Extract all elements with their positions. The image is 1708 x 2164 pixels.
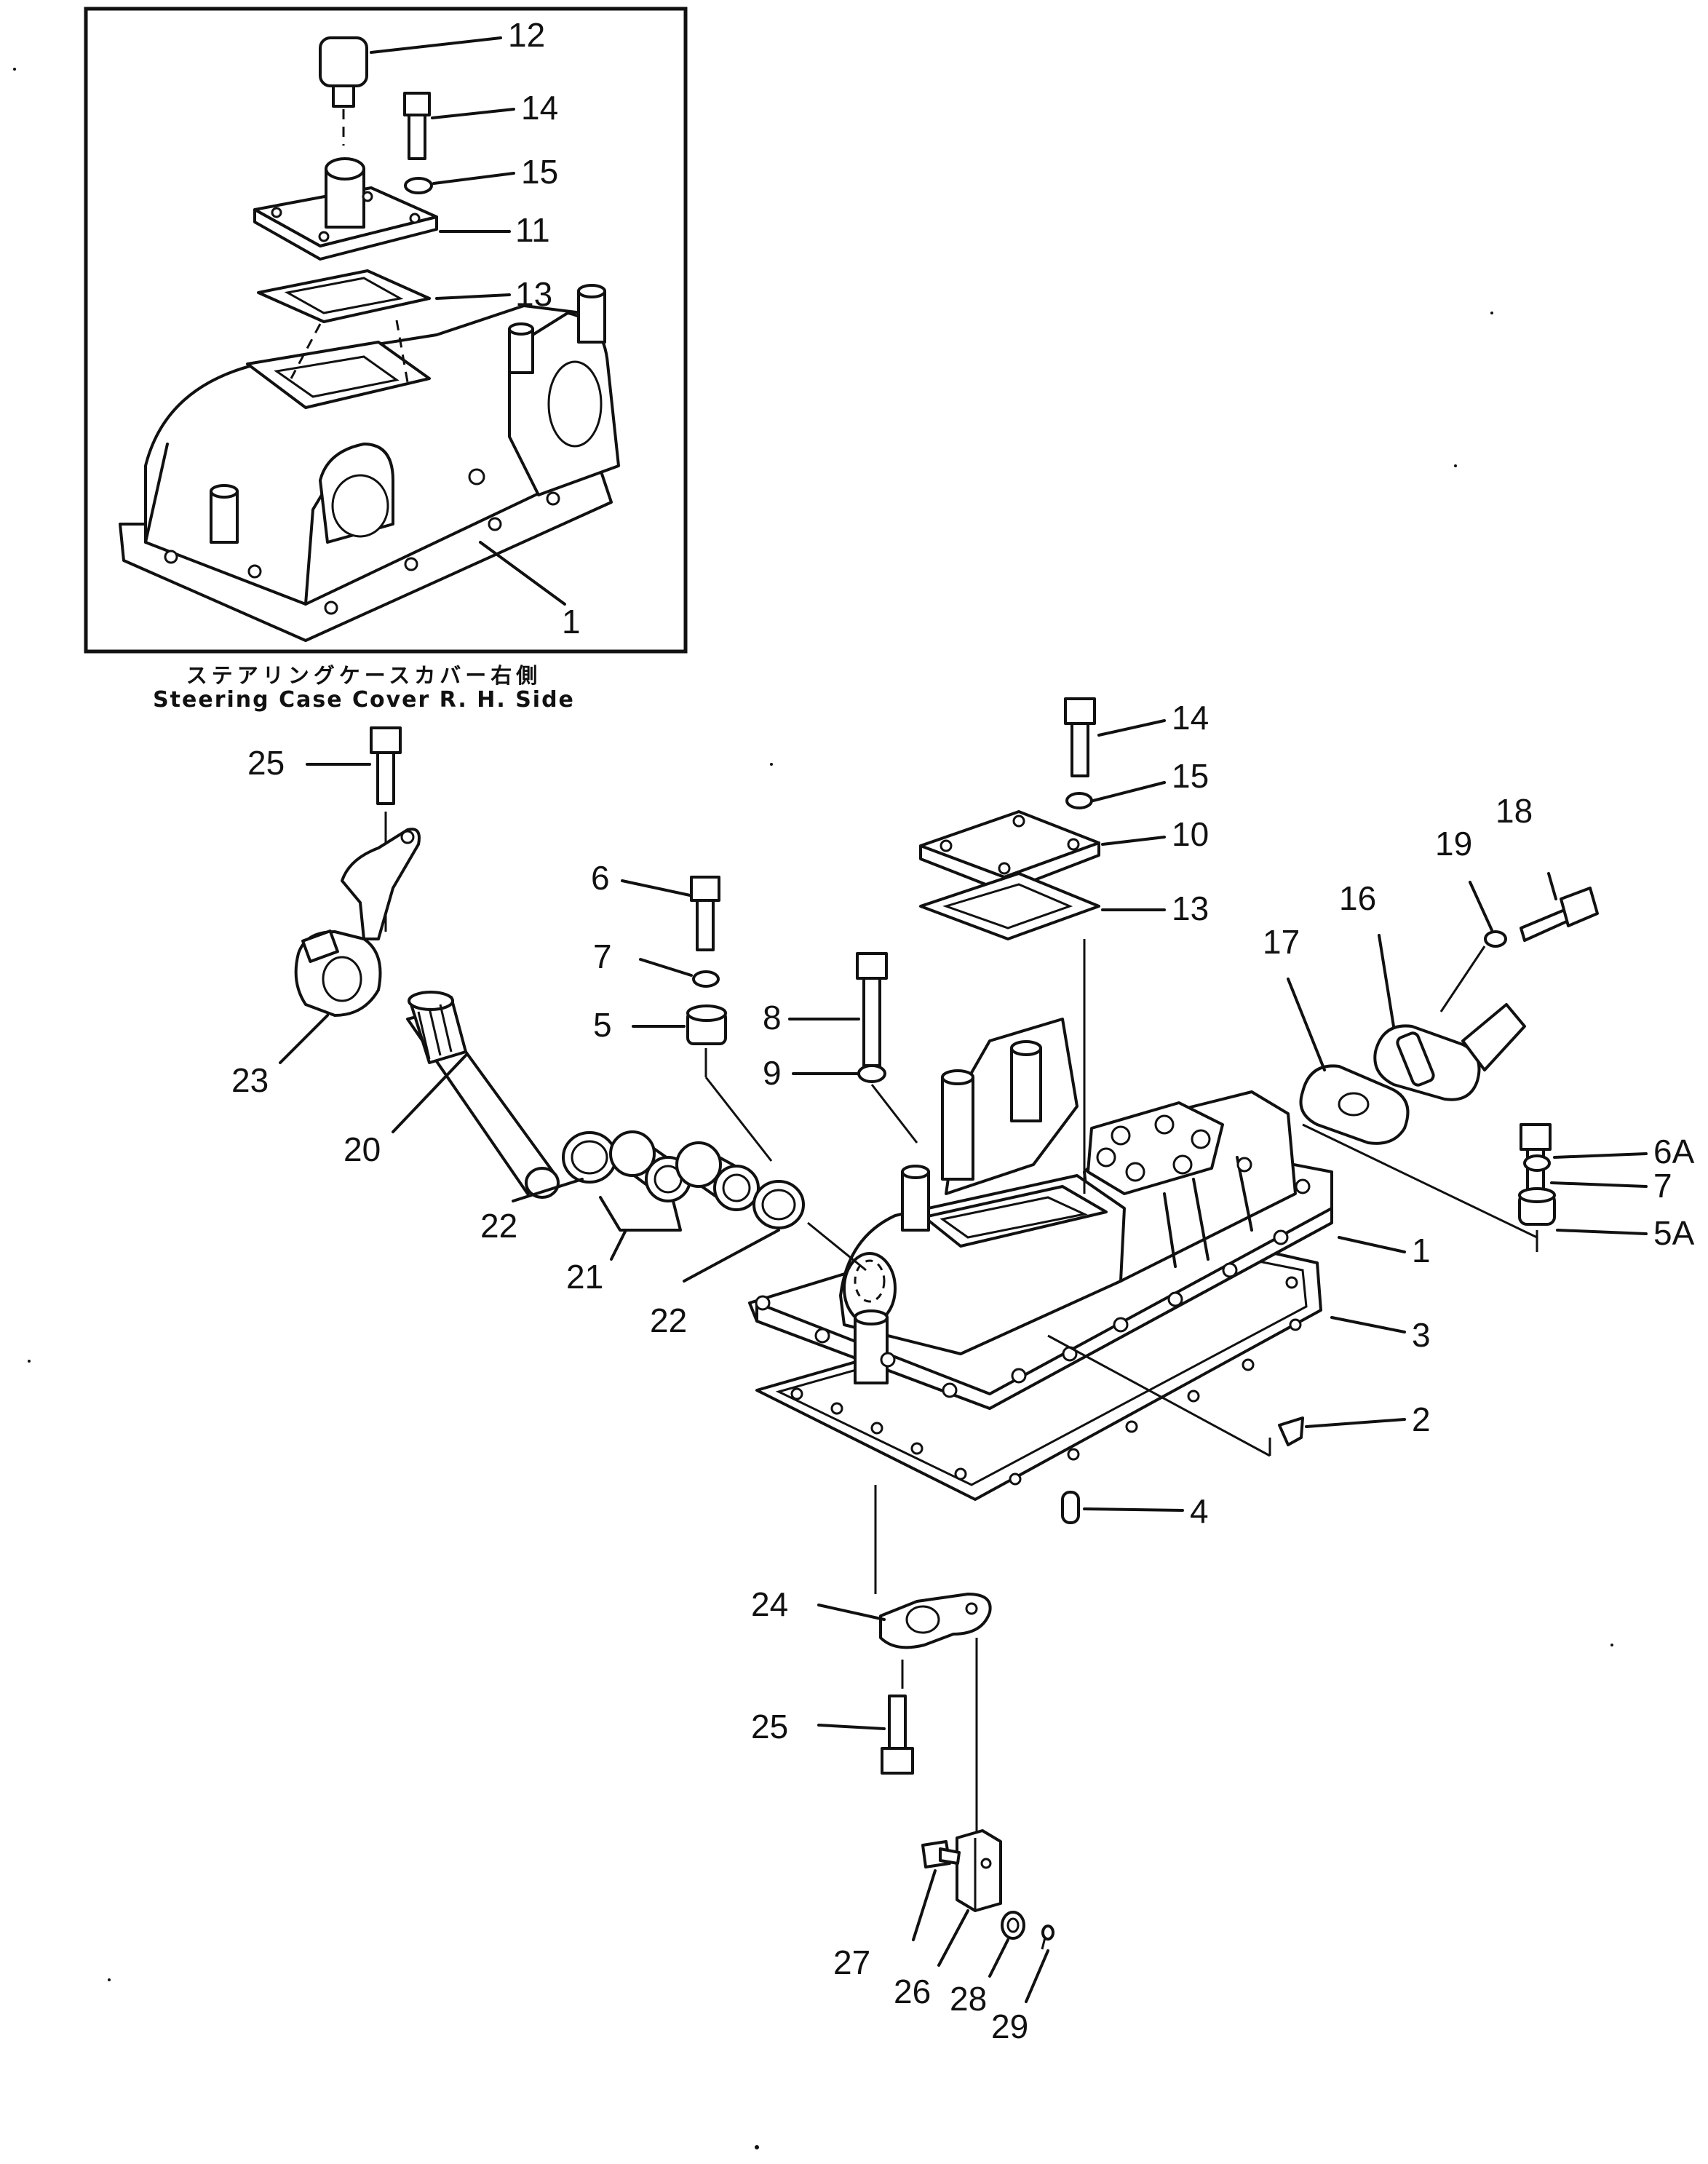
bolt-14	[1064, 697, 1096, 777]
inset-part-14-bolt	[403, 92, 431, 160]
bolt-25-top	[370, 726, 402, 805]
clevis-26	[956, 1829, 1002, 1912]
bearing-21-a	[609, 1130, 691, 1202]
washer-7	[692, 970, 720, 988]
callout-8: 8	[763, 999, 782, 1037]
callout-inset-15: 15	[521, 153, 558, 191]
callout-18: 18	[1496, 792, 1533, 830]
washer-19	[1484, 930, 1507, 948]
callout-7: 7	[593, 938, 612, 975]
inset-caption-english: Steering Case Cover R. H. Side	[153, 687, 575, 713]
callout-23: 23	[231, 1061, 269, 1099]
callout-16: 16	[1339, 879, 1376, 917]
inset-leaders	[370, 36, 566, 606]
washer-15	[1065, 792, 1093, 809]
elbow-16	[1373, 1003, 1526, 1101]
callout-5A: 5A	[1653, 1214, 1695, 1252]
spacer-5	[686, 1004, 727, 1045]
callout-6: 6	[591, 859, 610, 897]
scan-specks	[13, 68, 1613, 2149]
callout-19: 19	[1435, 825, 1472, 863]
cotter-pin-29	[1041, 1925, 1054, 1950]
inset-part-11-cover	[253, 157, 438, 261]
inset-callouts: 12 14 15 11 13 1	[508, 16, 581, 641]
bracket-21	[599, 1196, 682, 1232]
callout-17: 17	[1263, 923, 1300, 961]
callout-9: 9	[763, 1054, 782, 1092]
dowel-pin-4	[1061, 1491, 1080, 1524]
spacer-5A	[1518, 1187, 1556, 1226]
callout-10: 10	[1172, 815, 1209, 853]
callout-inset-14: 14	[521, 89, 558, 127]
callout-25-lower: 25	[751, 1708, 788, 1745]
callout-2: 2	[1412, 1400, 1431, 1438]
inset-case-cover	[119, 284, 620, 642]
callout-22-right: 22	[650, 1301, 687, 1339]
washer-7-side	[1523, 1154, 1551, 1172]
bolt-8	[856, 952, 888, 1067]
callout-7-right: 7	[1653, 1167, 1672, 1205]
lever-24	[879, 1593, 992, 1649]
callout-5: 5	[593, 1006, 612, 1044]
callout-4: 4	[1190, 1492, 1209, 1530]
callout-1: 1	[1412, 1232, 1431, 1269]
inset-frame	[84, 7, 688, 654]
gasket-13	[919, 872, 1100, 940]
bearing-21-b	[675, 1141, 760, 1211]
bearing-22-right	[752, 1180, 805, 1229]
callout-inset-12: 12	[508, 16, 545, 54]
bolt-25-lower	[881, 1695, 914, 1775]
callout-21: 21	[566, 1258, 603, 1296]
bolt-18	[1520, 887, 1599, 942]
callout-27: 27	[833, 1943, 870, 1981]
callout-3: 3	[1412, 1316, 1431, 1354]
plug-2	[1278, 1416, 1304, 1446]
inset-part-13-gasket	[257, 269, 431, 323]
callout-25-top: 25	[247, 744, 285, 782]
inset-part-15-washer	[404, 177, 433, 194]
bolt-6	[690, 876, 720, 951]
inset-part-12-cap	[319, 36, 368, 108]
pin-27	[921, 1840, 961, 1868]
callout-26: 26	[894, 1973, 931, 2010]
leader-21	[610, 1229, 627, 1261]
callout-29: 29	[991, 2008, 1028, 2045]
callout-inset-11: 11	[515, 211, 550, 249]
callout-24: 24	[751, 1585, 788, 1623]
callout-inset-1: 1	[562, 603, 581, 641]
callout-6A: 6A	[1653, 1133, 1695, 1170]
washer-9	[857, 1064, 886, 1083]
callout-inset-13: 13	[515, 275, 552, 313]
lever-23	[294, 828, 421, 1017]
bearing-22-left	[562, 1131, 617, 1184]
main-leaders	[279, 719, 1648, 2003]
callout-20: 20	[343, 1130, 381, 1168]
steering-case-cover-1	[748, 1018, 1333, 1410]
callout-15: 15	[1172, 757, 1209, 795]
callout-14: 14	[1172, 699, 1209, 737]
main-callouts: 14 15 10 13 25 6 7 5 8 9 18 19 16 17 6A …	[231, 699, 1695, 2045]
inset-caption-japanese: ステアリングケースカバー右側	[186, 663, 542, 688]
callout-13: 13	[1172, 889, 1209, 927]
washer-28-hole	[1006, 1917, 1020, 1933]
callout-28: 28	[950, 1980, 987, 2018]
callout-22-left: 22	[480, 1207, 517, 1245]
